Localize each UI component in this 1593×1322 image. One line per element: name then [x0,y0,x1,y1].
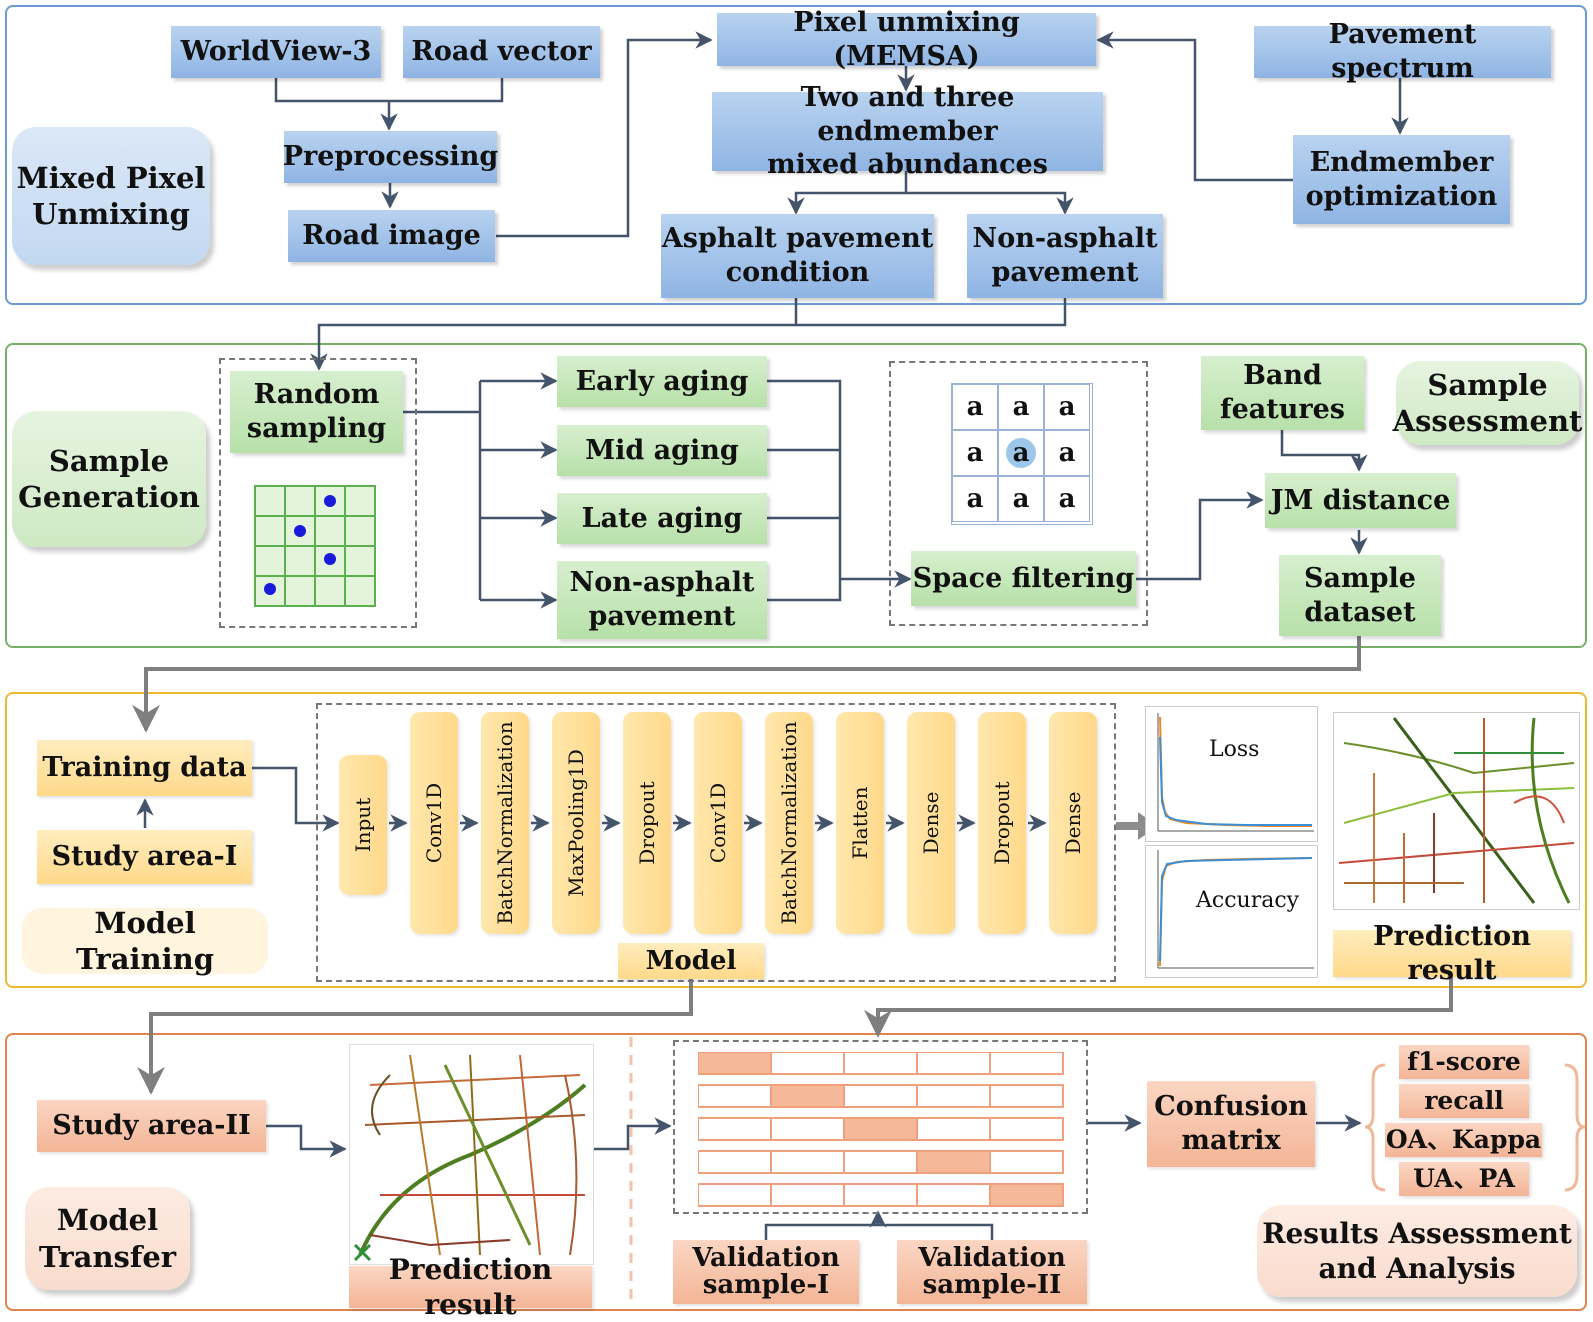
pavement-spectrum-box: Pavement spectrum [1254,19,1551,84]
label-results-assessment: Results Assessment and Analysis [1257,1205,1577,1297]
metric-recall: recall [1399,1084,1529,1118]
metrics-brace [1365,1063,1585,1192]
road-network-map [1338,717,1575,904]
prediction-map-training [1333,712,1580,910]
validation-sample-2-box: Validation sample-II [897,1240,1087,1304]
loss-curve [1157,713,1314,832]
accuracy-plot: Accuracy [1145,845,1318,978]
road-image-box: Road image [288,210,495,262]
layer-conv1d-1: Conv1D [410,712,458,934]
layer-conv1d-2: Conv1D [694,712,742,934]
space-filtering-box: Space filtering [911,551,1136,606]
layer-maxpooling1d: MaxPooling1D [552,712,600,934]
accuracy-curve [1157,850,1314,969]
pixel-unmixing-box: Pixel unmixing (MEMSA) [717,7,1096,72]
mixed-abundances-box: Two and three endmember mixed abundances [712,82,1103,180]
non-asphalt-sample-box: Non-asphalt pavement [557,561,767,639]
loss-label: Loss [1209,737,1260,762]
grid-cell: a [998,384,1044,430]
grid-cell: a [952,430,998,476]
filter-window-grid: a a a a a a a a a [951,383,1093,525]
grid-cell: a [1044,430,1090,476]
early-aging-box: Early aging [557,356,767,407]
preprocessing-box: Preprocessing [283,131,498,183]
confusion-matrix-box: Confusion matrix [1147,1081,1315,1167]
validation-table-frame [673,1040,1088,1214]
training-data-box: Training data [37,740,252,796]
layer-input: Input [339,755,387,895]
center-pixel: a [1006,438,1036,468]
random-sampling-box: Random sampling [230,371,403,453]
non-asphalt-pavement-box: Non-asphalt pavement [967,214,1163,298]
endmember-optimization-box: Endmember optimization [1293,135,1510,224]
label-sample-assessment: Sample Assessment [1393,361,1582,445]
model-label-box: Model [618,943,764,979]
model-frame [316,703,1116,982]
layer-dense-2: Dense [1049,712,1097,934]
section-model-training [5,692,1587,988]
mid-aging-box: Mid aging [557,425,767,476]
asphalt-condition-box: Asphalt pavement condition [661,214,934,298]
study-area-2-box: Study area-II [37,1100,266,1152]
random-sampling-frame [219,358,417,628]
grid-cell: a [952,476,998,522]
band-features-box: Band features [1201,356,1364,430]
grid-cell: a [998,476,1044,522]
label-sample-generation: Sample Generation [12,411,206,547]
grid-cell-center: a [998,430,1044,476]
layer-batchnorm-1: BatchNormalization [481,712,529,934]
worldview3-box: WorldView-3 [171,26,381,78]
section-sample-generation [5,343,1587,648]
label-mixed-pixel-unmixing: Mixed Pixel Unmixing [12,127,210,265]
label-model-training: Model Training [22,906,268,976]
late-aging-box: Late aging [557,493,767,544]
sampling-grid [254,485,376,607]
layer-dense-1: Dense [907,712,955,934]
prediction-result-transfer-box: Prediction result [349,1253,592,1321]
jm-distance-box: JM distance [1265,473,1456,528]
grid-cell: a [1044,384,1090,430]
validation-table-grid [697,1051,1064,1207]
layer-dropout-2: Dropout [978,712,1026,934]
section-model-transfer [5,1033,1587,1311]
sample-dataset-box: Sample dataset [1279,555,1441,636]
validation-sample-1-box: Validation sample-I [673,1240,859,1304]
layer-dropout-1: Dropout [623,712,671,934]
validation-table [697,1051,1064,1208]
metric-ua-pa: UA、PA [1399,1162,1529,1196]
label-model-transfer: Model Transfer [25,1187,190,1290]
layer-batchnorm-2: BatchNormalization [765,712,813,934]
metric-oa-kappa: OA、Kappa [1385,1123,1542,1157]
grid-cell: a [1044,476,1090,522]
space-filtering-frame [889,361,1148,626]
study-area-1-box: Study area-I [37,830,252,884]
loss-plot: Loss [1145,706,1318,842]
layer-flatten: Flatten [836,712,884,934]
prediction-map-transfer [349,1044,594,1265]
grid-cell: a [952,384,998,430]
metric-f1-score: f1-score [1399,1045,1529,1079]
prediction-result-training-box: Prediction result [1333,921,1571,986]
accuracy-label: Accuracy [1196,888,1300,913]
road-network-map [353,1054,587,1262]
road-vector-box: Road vector [403,26,600,78]
